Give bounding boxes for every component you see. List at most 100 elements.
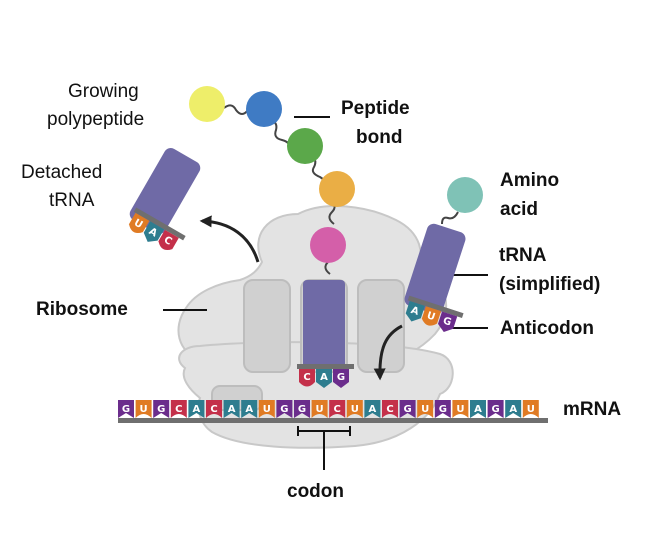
- amino-acid-bead-3: [287, 128, 323, 164]
- growing-polypeptide-label: Growing: [68, 81, 139, 102]
- mrna-base-16: [382, 400, 398, 418]
- mrna-base-12: [311, 400, 328, 418]
- active-anticodon-base-label-2: A: [320, 372, 328, 383]
- amino-acid-label: Amino: [500, 170, 560, 191]
- detached-trna-label: Detached: [21, 162, 103, 183]
- mrna-base-7: [223, 400, 240, 418]
- mrna-base-label-19: G: [439, 404, 447, 415]
- detached-anticodon-base-1: [129, 212, 150, 234]
- mrna-base-label-16: C: [386, 404, 393, 415]
- trna-label-line2: (simplified): [499, 274, 601, 295]
- mrna-base-20: [452, 400, 469, 418]
- incoming-anticodon-base-label-2: U: [425, 310, 436, 323]
- detached-anticodon: UAC: [129, 207, 186, 251]
- ribosome-label: Ribosome: [36, 299, 128, 320]
- active-anticodon-base-1: [299, 369, 315, 387]
- entry-arrow: [373, 324, 403, 381]
- mrna-base-3: [153, 400, 170, 418]
- mrna-base-2: [135, 400, 152, 418]
- mrna-base-label-18: U: [421, 404, 429, 415]
- mrna-label: mRNA: [563, 399, 622, 420]
- mrna-base-19: [434, 400, 451, 418]
- mrna-base-1: [118, 400, 134, 418]
- amino-acid-bead-5: [310, 227, 346, 263]
- mrna-base-9: [258, 400, 275, 418]
- active-anticodon-backbone: [297, 364, 354, 369]
- mrna-base-label-3: G: [157, 404, 165, 415]
- incoming-anticodon-backbone: [407, 295, 464, 318]
- incoming-anticodon-base-1: [405, 300, 425, 322]
- amino-acid-bead-1: [189, 86, 225, 122]
- mrna-base-24: [522, 400, 539, 418]
- active-anticodon-base-2: [316, 369, 332, 388]
- detached-anticodon-base-2: [143, 221, 165, 242]
- detached-anticodon-backbone: [133, 207, 186, 241]
- mrna-base-15: [364, 400, 381, 418]
- mrna-base-23: [505, 400, 522, 418]
- active-trna-body: [303, 280, 345, 368]
- mrna-base-label-4: C: [175, 404, 182, 415]
- amino-acid-bead-2: [246, 91, 282, 127]
- incoming-anticodon-base-3: [438, 311, 458, 332]
- mrna-base-14: [346, 400, 363, 418]
- peptide-bond-label: Peptide: [341, 98, 410, 119]
- mrna-base-label-10: G: [280, 404, 288, 415]
- mrna-base-17: [399, 400, 416, 418]
- ribosome-e-site: [243, 279, 291, 373]
- incoming-anticodon-base-label-1: A: [409, 305, 420, 318]
- mrna-base-11: [294, 400, 310, 418]
- mrna-backbone: [118, 418, 548, 423]
- mrna-base-label-12: U: [316, 404, 324, 415]
- mrna-base-label-5: A: [193, 404, 201, 415]
- incoming-trna-body: [404, 223, 466, 315]
- mrna-base-label-22: G: [491, 404, 499, 415]
- anticodon-label: Anticodon: [500, 318, 594, 339]
- active-anticodon-base-3: [333, 369, 349, 388]
- mrna-base-13: [329, 400, 346, 418]
- mrna-base-4: [170, 400, 187, 418]
- detached-trna-body: [129, 148, 201, 234]
- incoming-anticodon-base-2: [421, 306, 442, 326]
- detached-anticodon-base-label-3: C: [162, 235, 174, 248]
- mrna-base-label-23: A: [509, 404, 517, 415]
- mrna-base-label-14: U: [351, 404, 359, 415]
- mrna-base-label-6: C: [210, 404, 217, 415]
- incoming-anticodon-base-label-3: G: [441, 316, 452, 329]
- peptide-bond-label-line2: bond: [356, 127, 403, 148]
- growing-polypeptide-label-line2: polypeptide: [47, 109, 145, 130]
- codon-label: codon: [287, 481, 344, 502]
- trna-label: tRNA: [499, 245, 547, 266]
- mrna-base-label-13: C: [334, 404, 341, 415]
- mrna-base-5: [188, 400, 205, 418]
- detached-anticodon-base-3: [158, 229, 179, 251]
- mrna-base-label-8: A: [245, 404, 253, 415]
- mrna-base-label-7: A: [228, 404, 236, 415]
- mrna-base-18: [417, 400, 434, 418]
- active-anticodon-base-label-1: C: [303, 372, 310, 383]
- mrna-base-10: [276, 400, 293, 418]
- mrna-base-label-11: G: [298, 404, 306, 415]
- active-anticodon-base-label-3: G: [337, 372, 345, 383]
- mrna-base-22: [487, 400, 504, 418]
- mrna-base-label-21: A: [474, 404, 482, 415]
- mrna-base-label-20: U: [456, 404, 464, 415]
- amino-acid-bead-4: [319, 171, 355, 207]
- mrna-base-21: [470, 400, 486, 418]
- amino-acid-label-line2: acid: [500, 199, 539, 220]
- mrna-base-8: [241, 400, 258, 418]
- detach-arrow: [199, 215, 260, 263]
- mrna-base-label-24: U: [527, 404, 535, 415]
- detached-trna-label-line2: tRNA: [49, 190, 95, 211]
- mrna-base-label-1: G: [122, 404, 130, 415]
- mrna-base-label-2: U: [140, 404, 148, 415]
- mrna-base-6: [206, 400, 222, 418]
- mrna-base-label-15: A: [369, 404, 377, 415]
- mrna-base-label-9: U: [263, 404, 271, 415]
- incoming-amino-acid: [447, 177, 483, 213]
- mrna-base-label-17: G: [403, 404, 411, 415]
